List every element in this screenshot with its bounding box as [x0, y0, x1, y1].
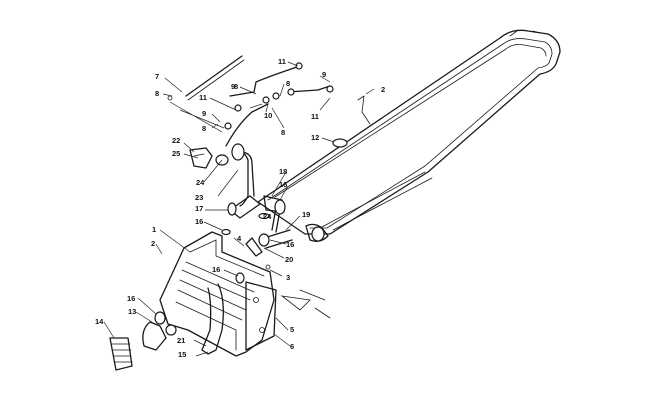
callout-20: 20 — [285, 255, 293, 264]
callout-12: 12 — [311, 133, 319, 142]
callout-11: 11 — [311, 112, 319, 121]
callout-8: 8 — [234, 82, 238, 91]
callout-8: 8 — [202, 124, 206, 133]
callout-14: 14 — [95, 317, 104, 326]
callout-3: 3 — [286, 273, 290, 282]
callout-9: 9 — [322, 70, 326, 79]
callout-24: 24 — [263, 212, 272, 221]
callout-16: 16 — [279, 180, 287, 189]
leader-lines — [103, 61, 375, 357]
heat-exchanger — [159, 231, 331, 357]
callout-11: 11 — [278, 57, 286, 66]
callout-9: 9 — [231, 82, 235, 91]
tunnel-heat-exchanger — [257, 29, 561, 235]
callout-7: 7 — [155, 72, 159, 81]
callout-8: 8 — [286, 79, 290, 88]
callout-16: 16 — [127, 294, 135, 303]
callout-22: 22 — [172, 136, 180, 145]
callout-21: 21 — [177, 336, 185, 345]
callout-1: 1 — [152, 225, 156, 234]
callout-15: 15 — [178, 350, 186, 359]
callout-8: 8 — [281, 128, 285, 137]
callout-18: 18 — [279, 167, 287, 176]
callout-25: 25 — [172, 149, 180, 158]
callout-19: 19 — [302, 210, 310, 219]
callout-23: 23 — [195, 193, 203, 202]
callout-16: 16 — [195, 217, 203, 226]
callouts: 1 2 2 3 4 5 6 7 8 8 8 8 8 9 9 9 10 11 11… — [95, 57, 385, 359]
callout-16: 16 — [212, 265, 220, 274]
callout-10: 10 — [264, 111, 272, 120]
callout-6: 6 — [290, 342, 294, 351]
callout-11: 11 — [199, 93, 207, 102]
callout-4: 4 — [237, 234, 242, 243]
callout-9: 9 — [202, 109, 206, 118]
callout-24: 24 — [196, 178, 205, 187]
callout-2: 2 — [151, 239, 155, 248]
callout-17: 17 — [195, 204, 203, 213]
callout-8: 8 — [155, 89, 159, 98]
callout-16: 16 — [286, 240, 294, 249]
callout-2: 2 — [381, 85, 385, 94]
callout-13: 13 — [128, 307, 136, 316]
callout-5: 5 — [290, 325, 294, 334]
